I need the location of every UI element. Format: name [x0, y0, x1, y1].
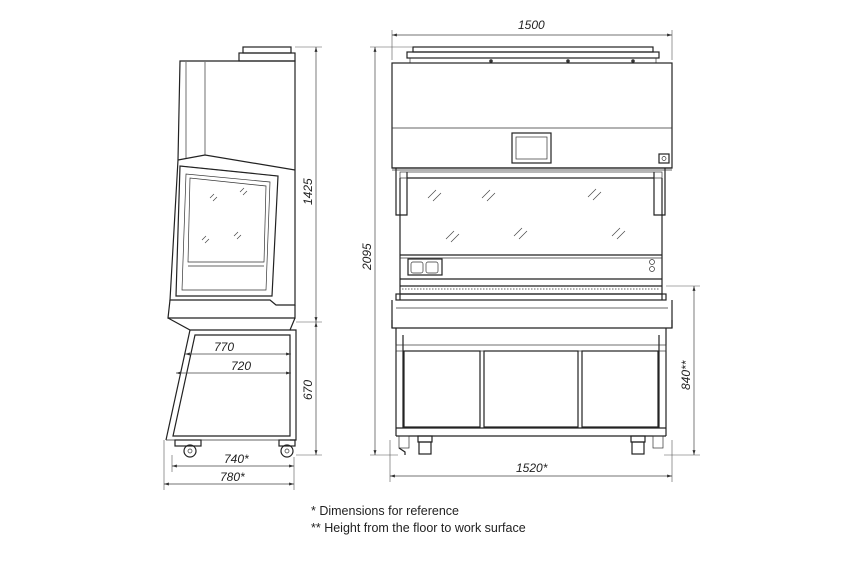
- dim-front-width-top: 1500: [518, 18, 545, 32]
- dim-side-height-stand: 670: [301, 380, 315, 400]
- note-floor-height: ** Height from the floor to work surface: [311, 521, 526, 535]
- front-view: [391, 46, 673, 455]
- dim-side-width-total: 780*: [220, 470, 245, 484]
- front-view-dimensions: 1500 2095 840** 1520*: [360, 18, 700, 482]
- dim-side-height-top: 1425: [301, 178, 315, 205]
- dim-side-width-outer-stand: 770: [214, 340, 234, 354]
- dim-front-width-bottom: 1520*: [516, 461, 548, 475]
- note-reference: * Dimensions for reference: [311, 504, 459, 518]
- dim-front-height-total: 2095: [360, 243, 374, 271]
- dim-side-width-wheels: 740*: [224, 452, 249, 466]
- side-view-dimensions: 1425 670 770 720 740* 780*: [163, 46, 322, 490]
- dim-front-height-work-surface: 840**: [679, 360, 693, 390]
- dim-side-width-inner-stand: 720: [231, 359, 251, 373]
- side-view: [165, 46, 297, 458]
